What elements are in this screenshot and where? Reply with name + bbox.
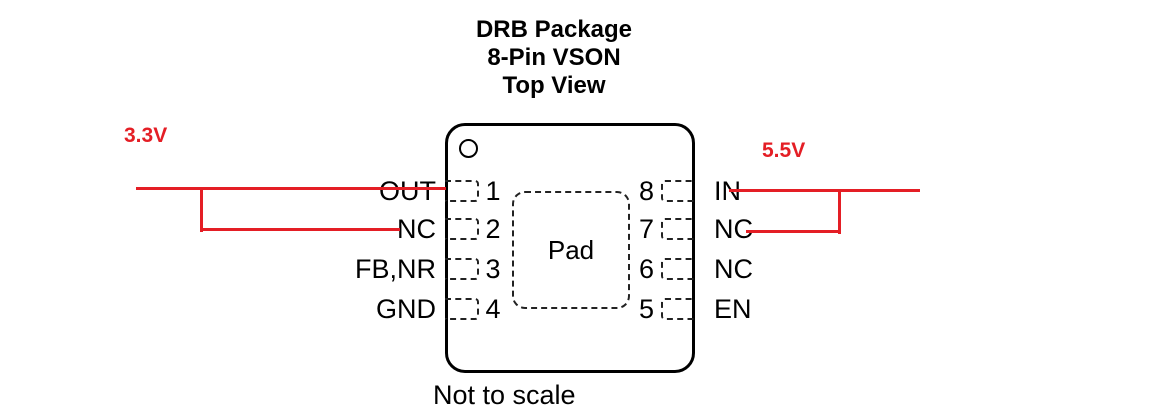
thermal-pad: Pad [512,191,630,309]
pin-label-nc-7: NC [714,214,753,244]
pin-pad-6 [661,258,695,280]
pin-pad-4 [445,298,479,320]
pin1-indicator-icon [459,139,478,158]
package-title-line-1: DRB Package [475,16,633,43]
pin-label-en: EN [714,294,752,324]
pin-label-gnd: GND [376,294,436,324]
voltage-label-5v5: 5.5V [762,139,806,162]
net-5v5-wire-vertical [838,189,841,234]
pin-number-7: 7 [638,214,654,244]
pin-label-nc-2: NC [397,214,436,244]
pin-number-5: 5 [638,294,654,324]
pin-pad-3 [445,258,479,280]
pin-number-6: 6 [638,254,654,284]
pin-pad-5 [661,298,695,320]
net-3v3-wire-top [136,187,446,190]
net-3v3-wire-vertical [200,187,203,232]
not-to-scale-note: Not to scale [433,380,576,410]
pin-number-3: 3 [485,254,501,284]
pin-number-4: 4 [485,294,501,324]
pin-label-nc-6: NC [714,254,753,284]
package-title-line-3: Top View [502,72,606,99]
pin-pad-1 [445,180,479,202]
pin-pad-8 [661,180,695,202]
net-5v5-wire-bottom [746,230,841,233]
voltage-label-3v3: 3.3V [124,124,168,147]
pin-number-2: 2 [485,214,501,244]
pin-number-8: 8 [638,176,654,206]
thermal-pad-label: Pad [547,234,595,265]
net-5v5-wire-top [729,189,920,192]
pin-label-fb-nr: FB,NR [355,254,436,284]
net-3v3-wire-bottom [200,228,400,231]
package-title-line-2: 8-Pin VSON [487,44,621,71]
pin-number-1: 1 [485,176,501,206]
pin-pad-2 [445,218,479,240]
pin-label-out: OUT [379,176,436,206]
ic-package-outline [445,123,695,373]
package-title: DRB Package 8-Pin VSON Top View [379,16,729,100]
pin-pad-7 [661,218,695,240]
